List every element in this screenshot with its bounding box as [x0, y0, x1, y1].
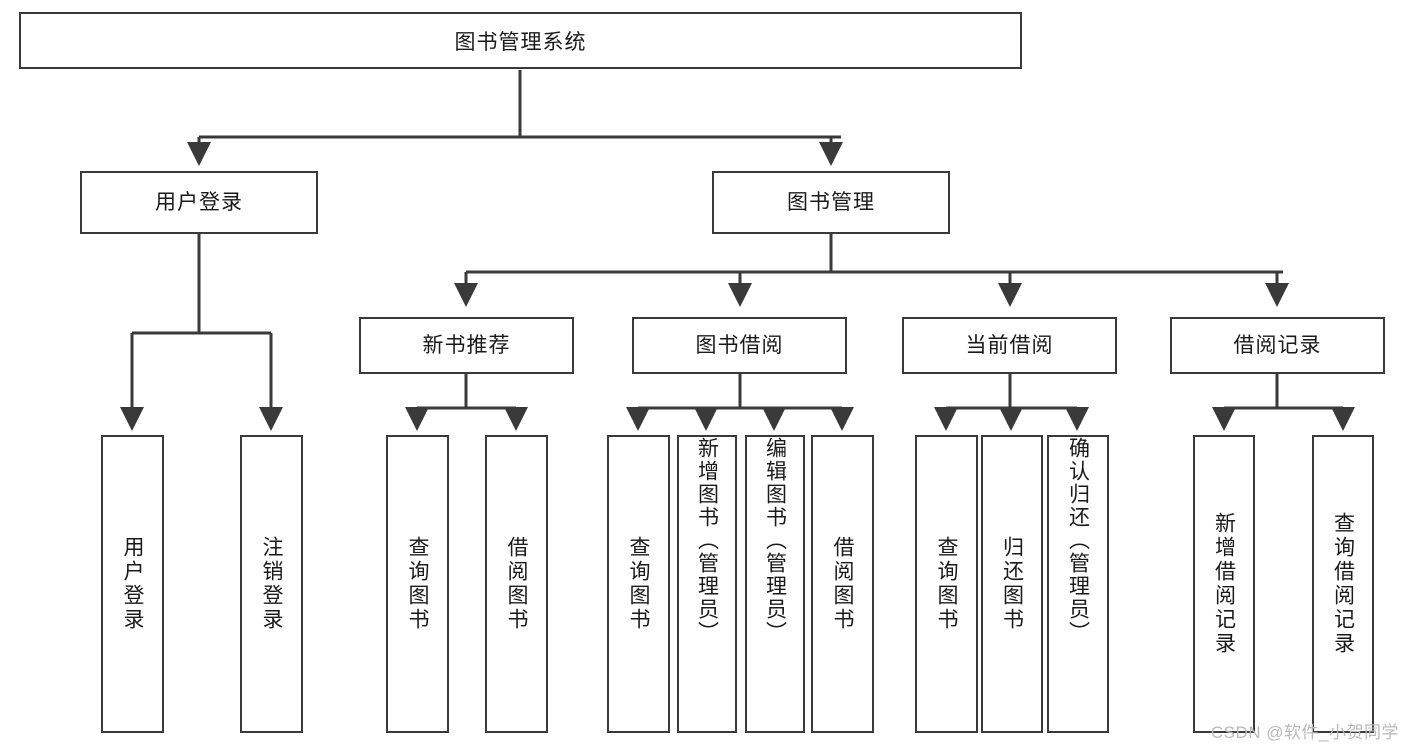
leaf-return-book-label: 归还图书 — [1000, 536, 1024, 632]
node-root[interactable]: 图书管理系统 — [19, 12, 1022, 69]
leaf-confirm-return[interactable]: 确认归还（管理员） — [1047, 435, 1109, 733]
leaf-edit-book[interactable]: 编辑图书（管理员） — [745, 435, 805, 733]
node-book-borrow-label: 图书借阅 — [695, 333, 784, 357]
leaf-query-record-label: 查询借阅记录 — [1331, 512, 1355, 656]
node-current-borrow-label: 当前借阅 — [965, 333, 1054, 357]
node-user-login-label: 用户登录 — [155, 190, 243, 214]
leaf-confirm-return-label: 确认归还（管理员） — [1066, 437, 1090, 644]
leaf-query-book-2-label: 查询图书 — [627, 536, 651, 632]
node-book-manage[interactable]: 图书管理 — [712, 171, 950, 234]
node-new-book-recommend[interactable]: 新书推荐 — [359, 317, 574, 374]
node-user-login[interactable]: 用户登录 — [80, 171, 318, 234]
node-borrow-record[interactable]: 借阅记录 — [1170, 317, 1385, 374]
leaf-query-book-2[interactable]: 查询图书 — [607, 435, 670, 733]
leaf-borrow-book-1[interactable]: 借阅图书 — [485, 435, 548, 733]
leaf-borrow-book-2[interactable]: 借阅图书 — [811, 435, 874, 733]
leaf-return-book[interactable]: 归还图书 — [981, 435, 1043, 733]
leaf-add-book[interactable]: 新增图书（管理员） — [677, 435, 737, 733]
node-root-label: 图书管理系统 — [454, 30, 587, 54]
leaf-query-book-3-label: 查询图书 — [935, 536, 959, 632]
leaf-query-record[interactable]: 查询借阅记录 — [1312, 435, 1374, 733]
leaf-logout-login[interactable]: 注销登录 — [240, 435, 303, 733]
node-current-borrow[interactable]: 当前借阅 — [902, 317, 1117, 374]
leaf-borrow-book-2-label: 借阅图书 — [831, 536, 855, 632]
leaf-add-record-label: 新增借阅记录 — [1212, 512, 1236, 656]
leaf-logout-login-label: 注销登录 — [260, 536, 284, 632]
node-book-borrow[interactable]: 图书借阅 — [632, 317, 847, 374]
leaf-borrow-book-1-label: 借阅图书 — [505, 536, 529, 632]
leaf-add-book-label: 新增图书（管理员） — [695, 437, 719, 644]
leaf-query-book-1-label: 查询图书 — [406, 536, 430, 632]
leaf-user-login-label: 用户登录 — [121, 536, 145, 632]
leaf-query-book-1[interactable]: 查询图书 — [386, 435, 449, 733]
leaf-add-record[interactable]: 新增借阅记录 — [1193, 435, 1255, 733]
node-new-book-recommend-label: 新书推荐 — [422, 333, 511, 357]
leaf-user-login[interactable]: 用户登录 — [101, 435, 164, 733]
csdn-watermark: CSDN @软件_小贺同学 — [1210, 723, 1399, 742]
leaf-edit-book-label: 编辑图书（管理员） — [763, 437, 787, 644]
node-book-manage-label: 图书管理 — [787, 190, 875, 214]
leaf-query-book-3[interactable]: 查询图书 — [915, 435, 978, 733]
node-borrow-record-label: 借阅记录 — [1233, 333, 1322, 357]
